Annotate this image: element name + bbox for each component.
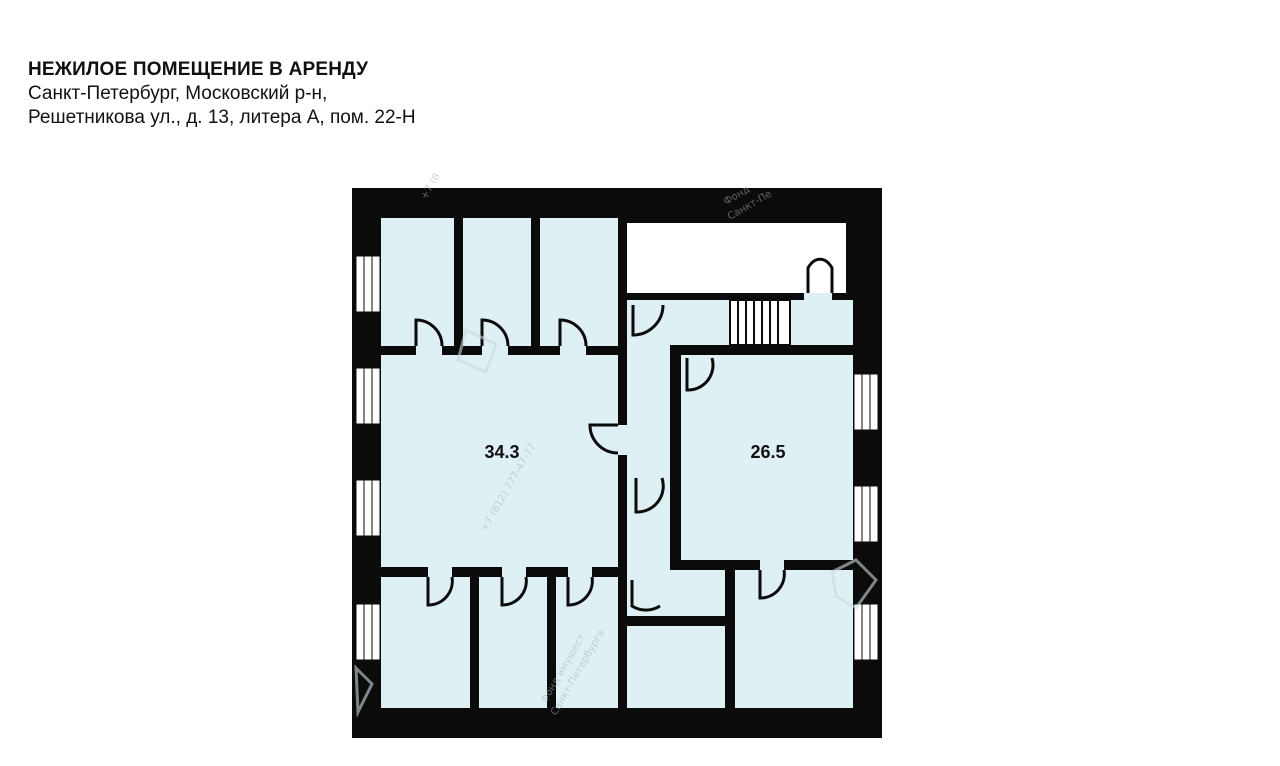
door-swings bbox=[414, 257, 834, 612]
room-34-3 bbox=[381, 355, 618, 567]
area-label-right: 26.5 bbox=[750, 442, 785, 462]
address-line-1: Санкт-Петербург, Московский р-н, bbox=[28, 83, 328, 104]
windows-left bbox=[355, 255, 381, 661]
room-bottom-5 bbox=[735, 570, 853, 708]
open-area bbox=[627, 223, 846, 293]
address-line-2: Решетникова ул., д. 13, литера А, пом. 2… bbox=[28, 107, 416, 128]
window-lines-left bbox=[363, 256, 373, 660]
rooms bbox=[381, 218, 853, 708]
room-bottom-3 bbox=[556, 577, 618, 708]
room-bottom-2 bbox=[479, 577, 547, 708]
windows-right bbox=[853, 373, 879, 661]
door-openings bbox=[416, 293, 832, 577]
watermark-logo-icon bbox=[354, 327, 878, 718]
room-26-5 bbox=[681, 355, 853, 560]
window-lines-right bbox=[861, 374, 871, 660]
stairs bbox=[729, 299, 791, 346]
room-bottom-1 bbox=[381, 577, 470, 708]
room-bottom-4 bbox=[627, 626, 725, 708]
listing-title: НЕЖИЛОЕ ПОМЕЩЕНИЕ В АРЕНДУ bbox=[28, 59, 369, 80]
room-top-2 bbox=[463, 218, 531, 346]
room-bottom-hall bbox=[670, 570, 725, 616]
area-label-left: 34.3 bbox=[484, 442, 519, 462]
room-top-3 bbox=[540, 218, 618, 346]
listing-header: НЕЖИЛОЕ ПОМЕЩЕНИЕ В АРЕНДУ Санкт-Петербу… bbox=[28, 58, 416, 130]
corridor bbox=[627, 300, 670, 616]
